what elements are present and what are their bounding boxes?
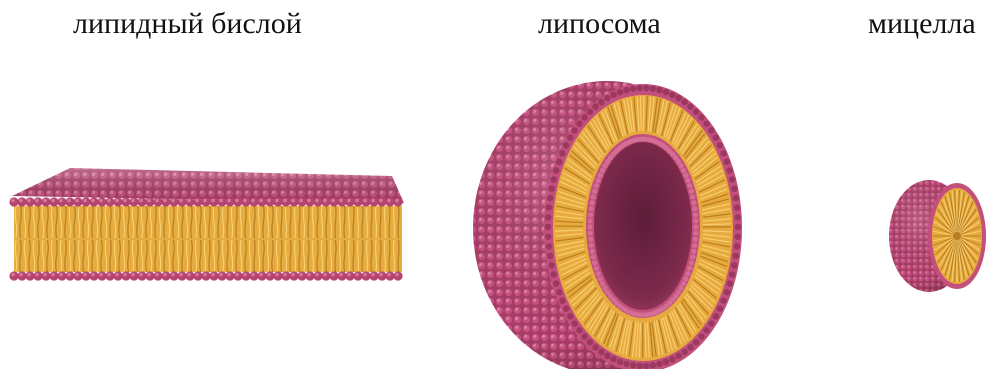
micelle [889,180,986,292]
liposome-cavity [594,142,692,310]
bilayer-bottom-heads [9,271,402,280]
lipid-bilayer [9,168,404,281]
bilayer-top-heads [9,197,402,206]
liposome [473,81,742,369]
